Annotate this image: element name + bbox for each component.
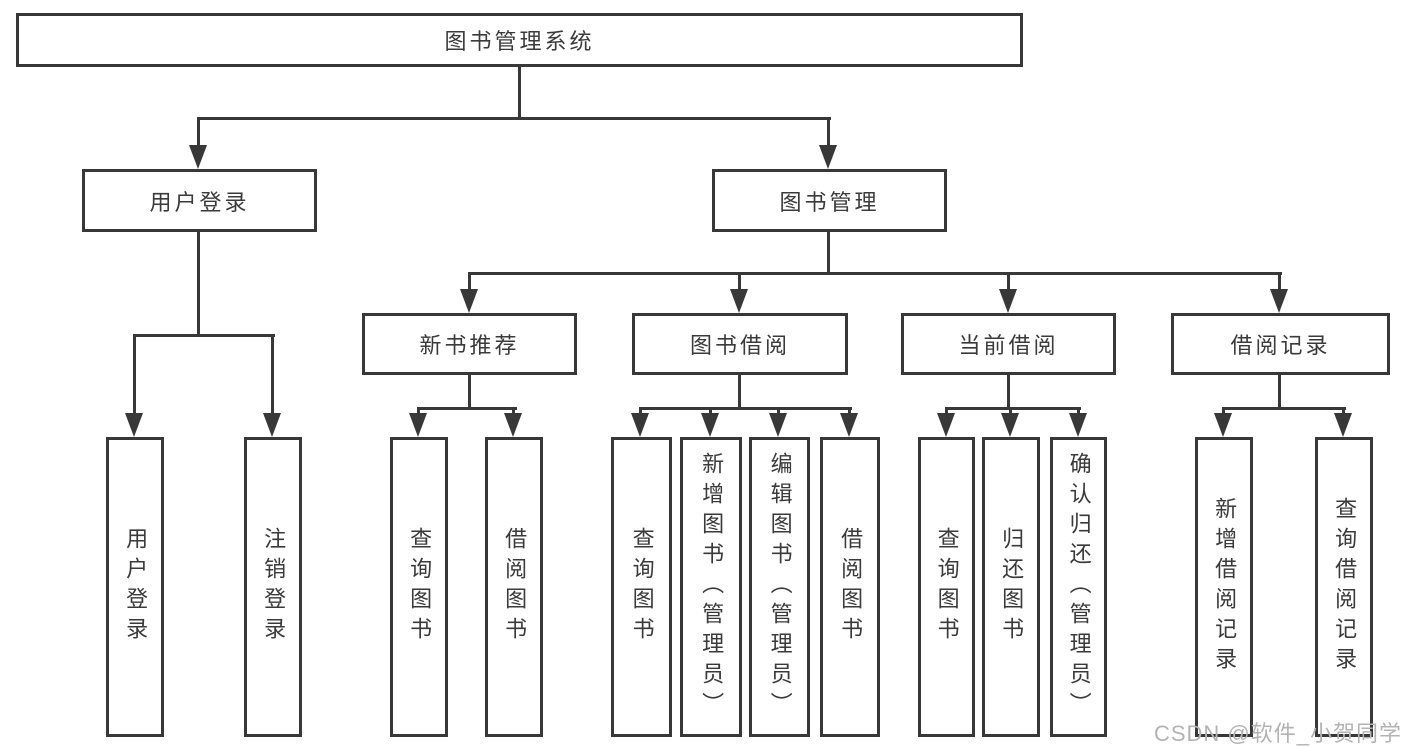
node-user-login-branch: 用户登录 xyxy=(82,169,317,232)
leaf-logout: 注销登录 xyxy=(244,437,302,737)
arrow-current-borrow-leaf-3 xyxy=(1069,408,1087,437)
connector-book-mgmt-stem xyxy=(827,232,830,274)
leaf-query-books-3-label: 查询图书 xyxy=(934,527,960,647)
leaf-user-login: 用户登录 xyxy=(106,437,164,737)
arrow-to-current-borrow xyxy=(999,273,1017,313)
arrow-current-borrow-leaf-2 xyxy=(1001,408,1019,437)
leaf-confirm-return-admin-label: 确认归还（管理员） xyxy=(1066,452,1092,722)
arrow-borrow-records-leaf-2 xyxy=(1334,408,1352,437)
arrow-book-borrow-leaf-2 xyxy=(701,408,719,437)
leaf-query-books-3: 查询图书 xyxy=(918,437,975,737)
leaf-confirm-return-admin: 确认归还（管理员） xyxy=(1050,437,1107,737)
connector-user-login-branch xyxy=(133,334,275,337)
arrow-to-leaf-logout xyxy=(263,335,281,437)
connector-book-borrow-branch xyxy=(639,407,852,410)
leaf-query-books-2: 查询图书 xyxy=(611,437,672,737)
arrow-book-borrow-leaf-3 xyxy=(769,408,787,437)
connector-level2-branch xyxy=(468,272,1282,275)
leaf-query-borrow-record-label: 查询借阅记录 xyxy=(1332,497,1358,677)
arrow-book-borrow-leaf-4 xyxy=(840,408,858,437)
arrow-to-new-books xyxy=(460,273,478,313)
node-book-mgmt-branch: 图书管理 xyxy=(712,169,947,232)
arrow-new-books-leaf-2 xyxy=(504,408,522,437)
connector-book-borrow-stem xyxy=(738,375,741,409)
node-book-borrow: 图书借阅 xyxy=(632,313,848,375)
arrow-borrow-records-leaf-1 xyxy=(1214,408,1232,437)
leaf-return-books-label: 归还图书 xyxy=(999,527,1025,647)
arrow-to-borrow-records xyxy=(1270,273,1288,313)
leaf-query-borrow-record: 查询借阅记录 xyxy=(1315,437,1373,737)
arrow-to-book-mgmt xyxy=(819,118,837,169)
leaf-borrow-books-1-label: 借阅图书 xyxy=(502,527,528,647)
leaf-borrow-books-2: 借阅图书 xyxy=(820,437,880,737)
leaf-return-books: 归还图书 xyxy=(982,437,1040,737)
leaf-query-books-2-label: 查询图书 xyxy=(629,527,655,647)
connector-level1-branch xyxy=(197,117,831,120)
node-current-borrow: 当前借阅 xyxy=(901,313,1116,375)
leaf-edit-books-admin: 编辑图书（管理员） xyxy=(749,437,810,737)
leaf-edit-books-admin-label: 编辑图书（管理员） xyxy=(767,452,793,722)
connector-borrow-records-stem xyxy=(1278,375,1281,409)
arrow-to-leaf-login xyxy=(125,335,143,437)
leaf-add-borrow-record: 新增借阅记录 xyxy=(1195,437,1253,737)
leaf-query-books-1: 查询图书 xyxy=(390,437,448,737)
connector-root-stem xyxy=(518,67,521,119)
leaf-user-login-label: 用户登录 xyxy=(123,527,149,647)
connector-current-borrow-stem xyxy=(1007,375,1010,409)
node-borrow-records: 借阅记录 xyxy=(1171,313,1390,375)
connector-user-login-stem xyxy=(197,232,200,336)
connector-new-books-stem xyxy=(468,375,471,409)
leaf-borrow-books-1: 借阅图书 xyxy=(485,437,543,737)
leaf-add-books-admin: 新增图书（管理员） xyxy=(680,437,742,737)
arrow-new-books-leaf-1 xyxy=(409,408,427,437)
connector-borrow-records-branch xyxy=(1222,407,1346,410)
leaf-query-books-1-label: 查询图书 xyxy=(407,527,433,647)
arrow-to-book-borrow xyxy=(730,273,748,313)
arrow-book-borrow-leaf-1 xyxy=(631,408,649,437)
leaf-borrow-books-2-label: 借阅图书 xyxy=(838,527,864,647)
node-system-root: 图书管理系统 xyxy=(16,13,1023,67)
arrow-current-borrow-leaf-1 xyxy=(937,408,955,437)
leaf-add-borrow-record-label: 新增借阅记录 xyxy=(1212,497,1238,677)
csdn-watermark: CSDN @软件_小贺同学 xyxy=(1153,721,1402,746)
connector-current-borrow-branch xyxy=(945,407,1081,410)
node-new-books: 新书推荐 xyxy=(362,313,577,375)
connector-new-books-branch xyxy=(417,407,517,410)
arrow-to-user-login xyxy=(189,118,207,169)
leaf-add-books-admin-label: 新增图书（管理员） xyxy=(699,452,725,722)
leaf-logout-label: 注销登录 xyxy=(261,527,287,647)
